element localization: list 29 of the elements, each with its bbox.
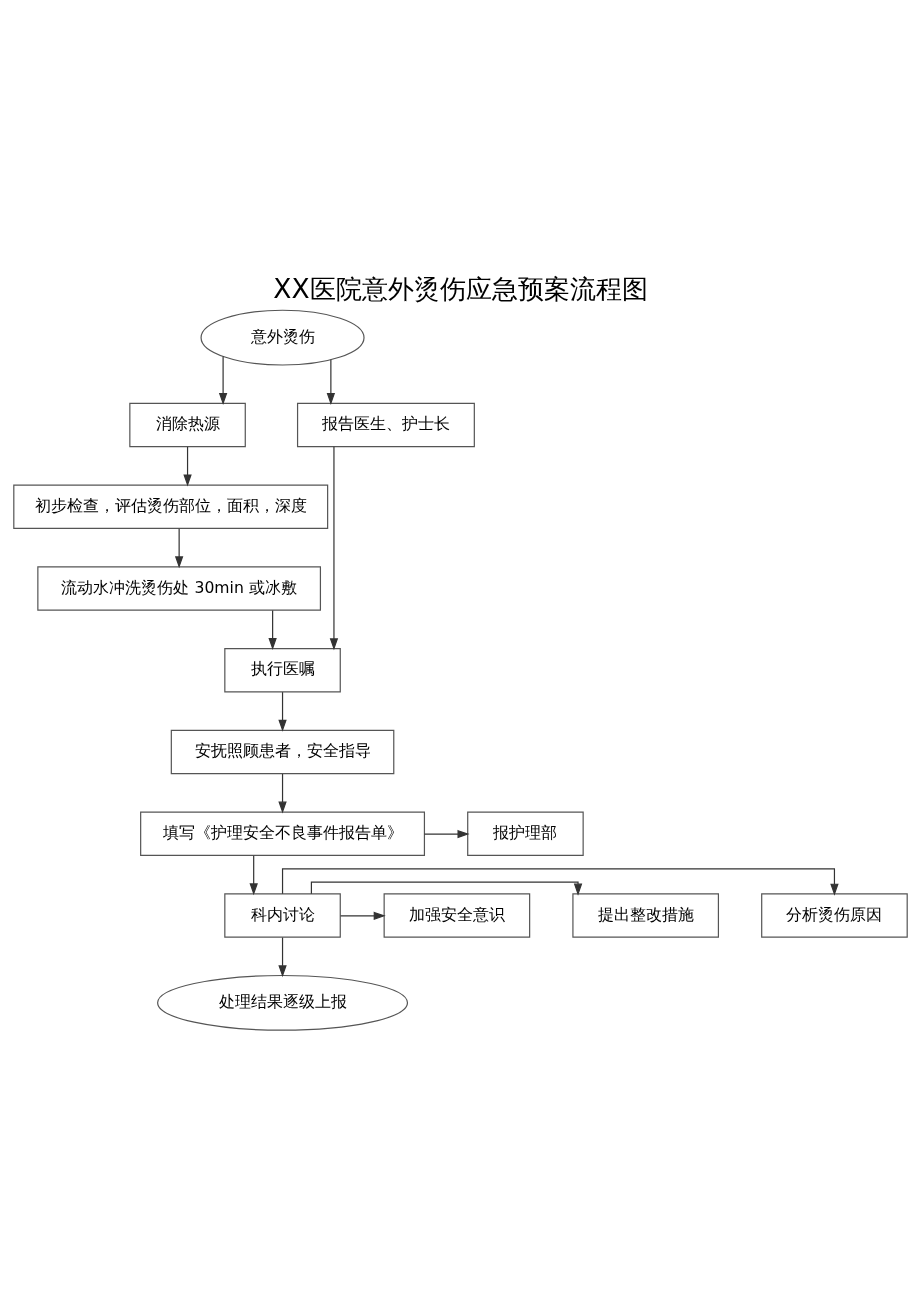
node-box: 加强安全意识 — [383, 892, 530, 938]
node-box: 安抚照顾患者，安全指导 — [170, 729, 394, 774]
node-ellipse: 处理结果逐级上报 — [156, 974, 408, 1031]
arrow — [267, 609, 277, 650]
arrow — [218, 355, 227, 405]
node-box: 报告医生、护士长 — [296, 402, 475, 447]
arrow — [174, 527, 183, 568]
node-box: 分析烫伤原因 — [760, 892, 908, 938]
arrow — [277, 936, 287, 977]
node-box: 报护理部 — [466, 811, 584, 856]
arrow — [339, 911, 386, 920]
node-box: 消除热源 — [128, 402, 246, 447]
diagram-title: XX医院意外烫伤应急预案流程图 — [272, 272, 648, 304]
node-box: 填写《护理安全不良事件报告单》 — [139, 811, 425, 856]
node-box: 流动水冲洗烫伤处 30min 或冰敷 — [36, 565, 321, 611]
arrow — [310, 881, 582, 896]
node-box: 提出整改措施 — [571, 892, 719, 938]
arrow — [182, 445, 192, 487]
arrow — [277, 691, 287, 732]
node-box: 初步检查，评估烫伤部位，面积，深度 — [12, 483, 328, 529]
arrow — [277, 772, 287, 814]
arrow — [281, 867, 839, 896]
node-box: 执行医嘱 — [223, 647, 341, 692]
arrow — [423, 829, 469, 838]
arrow — [248, 854, 258, 895]
arrow — [326, 358, 335, 405]
node-ellipse: 意外烫伤 — [199, 309, 365, 366]
node-box: 科内讨论 — [223, 892, 341, 938]
arrow — [329, 445, 338, 650]
